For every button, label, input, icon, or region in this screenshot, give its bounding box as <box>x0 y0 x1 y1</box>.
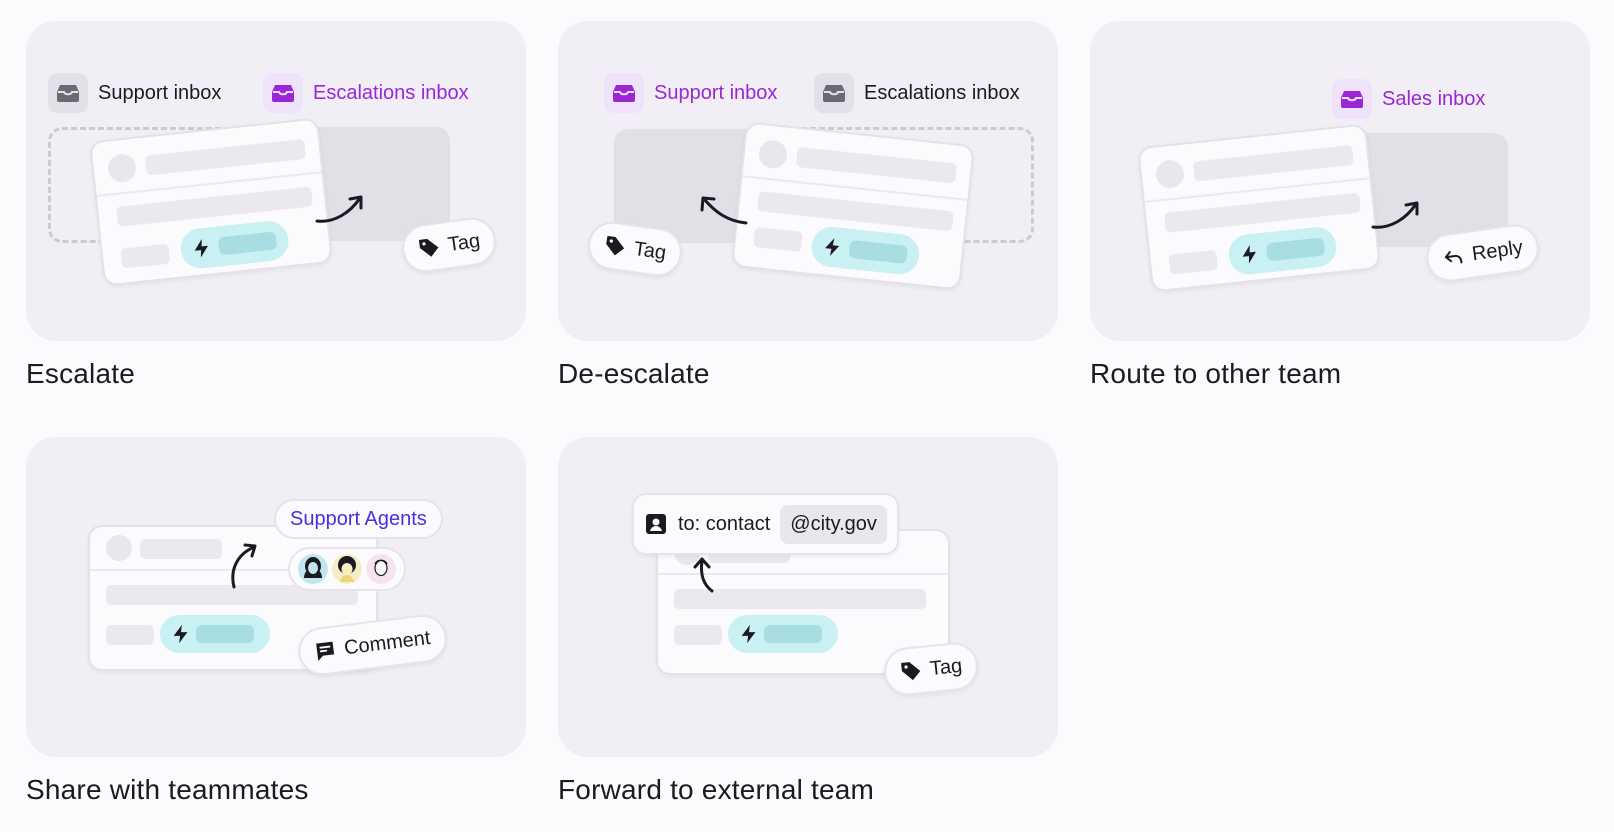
support-agents-label: Support Agents <box>290 507 427 530</box>
tag-icon <box>418 238 439 257</box>
automation-chip <box>809 225 922 277</box>
share-title: Share with teammates <box>26 774 309 805</box>
teammate-avatar-icon <box>366 554 396 584</box>
arrow-icon <box>315 195 363 223</box>
comment-icon <box>316 641 335 661</box>
automation-chip <box>1226 225 1339 277</box>
support-inbox-label: Support inbox <box>654 81 778 104</box>
recipient-domain: @city.gov <box>780 504 887 544</box>
recipient-label: to: contact <box>678 512 771 535</box>
support-inbox-pill: Support inbox <box>48 73 221 113</box>
conversation-card <box>88 117 334 287</box>
support-inbox-pill: Support inbox <box>604 73 777 113</box>
bolt-icon <box>194 239 208 258</box>
tag-icon <box>606 235 625 256</box>
arrow-icon <box>1371 201 1419 229</box>
conversation-card <box>730 121 976 291</box>
forward-title: Forward to external team <box>558 774 875 805</box>
bolt-icon <box>1242 245 1256 264</box>
bolt-icon <box>173 624 188 644</box>
automation-chip <box>178 219 291 271</box>
route-card[interactable]: Sales inbox Reply <box>1090 21 1590 341</box>
escalations-inbox-pill: Escalations inbox <box>263 73 469 113</box>
forward-card[interactable]: to: contact @city.gov Tag <box>558 437 1058 757</box>
escalations-inbox-label: Escalations inbox <box>864 81 1020 104</box>
arrow-icon <box>693 557 714 593</box>
bolt-icon <box>825 238 840 257</box>
tag-icon <box>901 662 921 681</box>
bolt-icon <box>741 624 756 644</box>
escalate-title: Escalate <box>26 358 135 389</box>
support-inbox-label: Support inbox <box>98 81 222 104</box>
arrow-icon <box>231 543 257 589</box>
share-card[interactable]: Support Agents Comment <box>26 437 526 757</box>
tag-label: Tag <box>632 237 668 264</box>
tag-label: Tag <box>928 654 964 680</box>
support-agents-group: Support Agents <box>274 499 443 539</box>
tag-action: Tag <box>585 218 686 280</box>
tag-label: Tag <box>446 229 482 256</box>
escalations-inbox-label: Escalations inbox <box>313 81 469 104</box>
teammate-avatar-icon <box>332 554 362 584</box>
comment-label: Comment <box>342 626 432 659</box>
de-escalate-card[interactable]: Support inbox Escalations inbox Tag <box>558 21 1058 341</box>
automation-chip <box>728 615 838 653</box>
comment-action: Comment <box>295 612 450 678</box>
escalations-inbox-pill: Escalations inbox <box>814 73 1020 113</box>
escalate-card[interactable]: Support inbox Escalations inbox Tag <box>26 21 526 341</box>
tag-action: Tag <box>399 214 500 276</box>
de-escalate-title: De-escalate <box>558 358 710 389</box>
teammate-avatars <box>288 547 406 591</box>
conversation-card <box>1136 123 1382 293</box>
inbox-icon <box>263 73 303 113</box>
tag-action: Tag <box>881 640 981 698</box>
inbox-icon <box>48 73 88 113</box>
sales-inbox-label: Sales inbox <box>1382 87 1486 110</box>
inbox-icon <box>1332 79 1372 119</box>
forward-recipient: to: contact @city.gov <box>632 493 899 555</box>
reply-action: Reply <box>1423 221 1542 285</box>
automation-chip <box>160 615 270 653</box>
teammate-avatar-icon <box>298 554 328 584</box>
reply-icon <box>1444 251 1463 264</box>
sales-inbox-pill: Sales inbox <box>1332 79 1485 119</box>
reply-label: Reply <box>1470 235 1525 265</box>
inbox-icon <box>604 73 644 113</box>
inbox-icon <box>814 73 854 113</box>
arrow-icon <box>700 196 748 225</box>
contact-icon <box>646 514 666 534</box>
route-title: Route to other team <box>1090 358 1342 389</box>
